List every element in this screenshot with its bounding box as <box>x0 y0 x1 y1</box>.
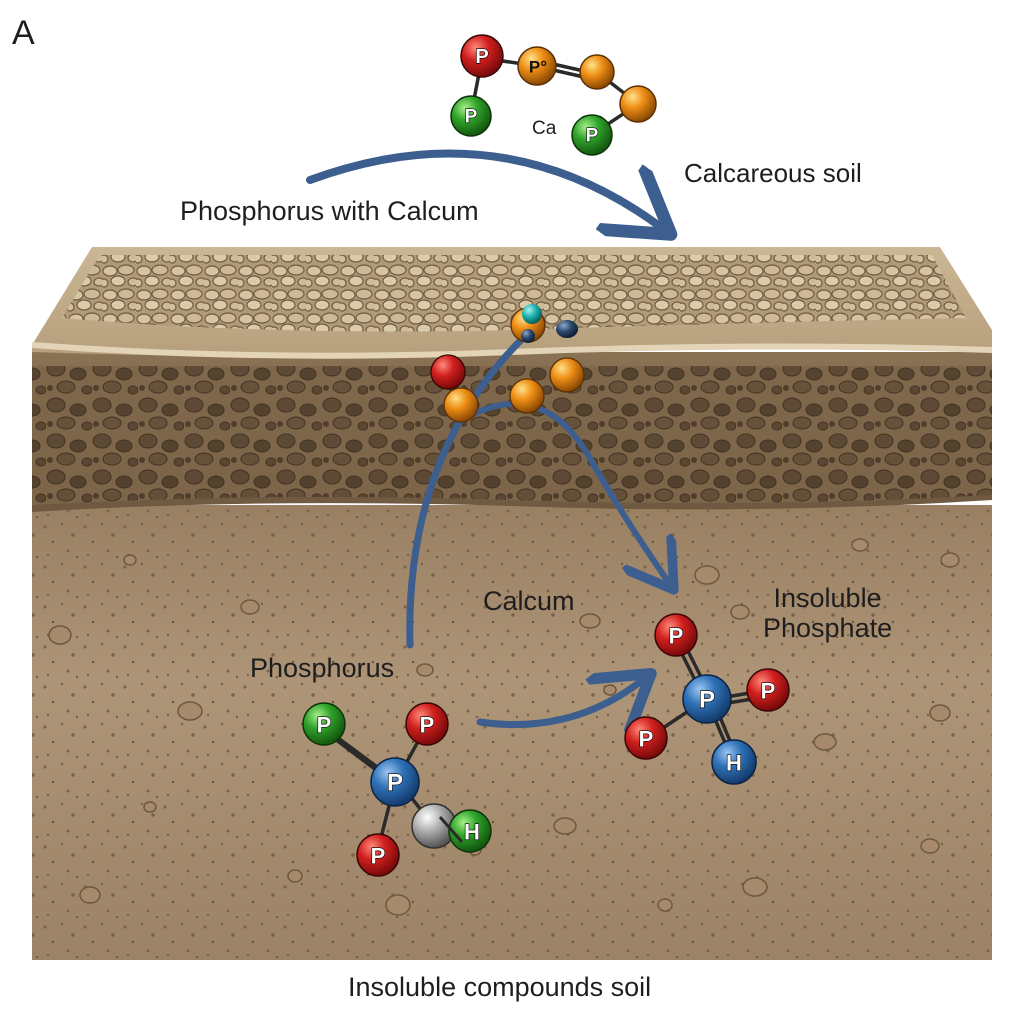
atom-p-red-right-top <box>654 613 698 657</box>
label-ca: Ca <box>532 118 557 139</box>
topsoil-pebbles <box>62 255 966 332</box>
atom-p-red-left-bottom <box>356 833 400 877</box>
atom-calcium-orange-1 <box>579 54 615 90</box>
arrow-phosphorus-to-insoluble-phosphate <box>476 682 640 725</box>
atom-label-p: P <box>699 687 715 714</box>
top-phosphorus-calcium-molecule: P P° P P <box>450 34 657 156</box>
atom-label-p: P <box>387 770 403 797</box>
surface-calcium-cluster <box>430 304 585 423</box>
atom-p-red-right-side <box>746 668 790 712</box>
atom-h-green-left <box>448 809 492 853</box>
atom-teal-surface <box>522 304 542 324</box>
label-insoluble-compounds-soil: Insoluble compounds soil <box>348 972 652 1002</box>
atom-p-blue-center-right <box>682 674 732 724</box>
atom-p-red-right-bottom <box>624 716 668 760</box>
atom-phosphorus-red-mid <box>430 354 466 390</box>
arrow-calcium-down-to-insoluble <box>459 400 667 580</box>
atom-h-blue-right <box>711 739 757 785</box>
atom-dark-surface-2 <box>556 320 578 338</box>
atom-calcium-orange-mid-2 <box>549 357 585 393</box>
atom-label-p-degree: P° <box>529 58 547 77</box>
phosphorus-molecule: P P P P H <box>302 702 492 877</box>
atom-label-p: P <box>586 126 599 147</box>
atom-p-orange-top <box>517 46 557 86</box>
atom-label-p: P <box>669 624 684 649</box>
atom-label-h: H <box>726 751 742 776</box>
atom-label-p: P <box>465 107 478 128</box>
atom-p-green-top-right <box>571 114 613 156</box>
deep-soil-specks <box>32 505 992 960</box>
label-phosphorus: Phosphorus <box>250 653 395 683</box>
atom-label-p: P <box>639 727 654 752</box>
soil-block <box>31 247 993 960</box>
atom-label-p: P <box>475 46 488 68</box>
atom-label-p: P <box>371 844 386 869</box>
atom-p-green-left <box>302 702 346 746</box>
atom-label-p: P <box>761 679 776 704</box>
arrows <box>306 149 667 725</box>
atom-p-red-top <box>460 34 504 78</box>
atom-label-h: H <box>464 820 480 845</box>
atom-p-green-top-left <box>450 95 492 137</box>
arrow-phosphorus-upward <box>406 334 527 649</box>
insoluble-phosphate-molecule: P P P P H <box>624 613 790 785</box>
label-insoluble-phosphate: Insoluble Phosphate <box>763 583 893 644</box>
label-calcareous-soil: Calcareous soil <box>684 158 862 188</box>
atom-label-p: P <box>420 713 435 738</box>
atom-label-p: P <box>317 713 332 738</box>
panel-letter: A <box>12 14 35 52</box>
label-phosphorus-with-calcium: Phosphorus with Calcum <box>180 196 479 226</box>
label-calcium: Calcum <box>483 586 575 616</box>
atom-calcium-orange-2 <box>619 85 657 123</box>
atom-calcium-orange-mid-1 <box>443 387 479 423</box>
atom-dark-surface-1 <box>521 329 535 343</box>
arrow-top-to-calcareous-soil <box>306 149 658 225</box>
atom-p-blue-center-left <box>370 757 420 807</box>
atom-p-red-left-top <box>405 702 449 746</box>
atom-calcium-orange-mid-3 <box>509 378 545 414</box>
rocky-mid-layer-texture <box>32 366 992 505</box>
